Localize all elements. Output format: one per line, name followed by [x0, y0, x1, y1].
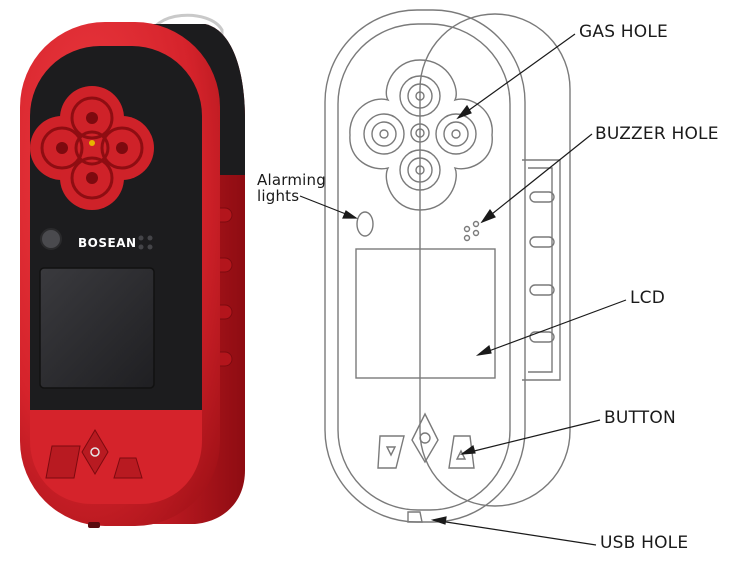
arrow-alarming-lights: [342, 210, 358, 219]
callout-alarming-lights: Alarming lights: [257, 171, 326, 205]
callout-gas-hole: GAS HOLE: [579, 22, 668, 42]
drawing-alarm-light: [356, 211, 374, 237]
drawing-buzzer-hole: [463, 220, 480, 242]
drawing-front-face: [337, 23, 511, 511]
drawing-side-ridge: [522, 159, 561, 381]
drawing-button-left-arrow: [385, 446, 397, 457]
leader-lines: [299, 33, 627, 546]
buzzer-hole-photo: [138, 235, 153, 250]
callout-usb-hole: USB HOLE: [600, 533, 689, 553]
lcd-screen-photo: [39, 267, 155, 389]
leader-gas-hole: [457, 33, 576, 119]
leader-buzzer-hole: [481, 133, 593, 223]
arrow-button: [459, 445, 476, 455]
drawing-button-power: [411, 412, 439, 464]
drawing-side-ribs: [529, 191, 555, 343]
gas-sensor-grille: [30, 86, 154, 210]
brand-logo: BOSEAN: [78, 236, 137, 250]
callout-lcd: LCD: [630, 288, 666, 308]
power-icon: [90, 447, 100, 457]
callout-buzzer-hole: BUZZER HOLE: [595, 124, 719, 144]
leader-button: [461, 419, 601, 455]
device-face-lower: [30, 410, 202, 504]
drawing-front-housing: [324, 9, 526, 523]
drawing-gas-sensor-grille: [349, 59, 493, 211]
callout-button: BUTTON: [604, 408, 676, 428]
drawing-button-right-arrow: [455, 449, 467, 460]
buttons-photo: [45, 429, 143, 479]
drawing-back-housing: [419, 13, 571, 507]
button-left[interactable]: [45, 445, 81, 479]
drawing-side-ridge-inner: [528, 167, 553, 373]
button-right[interactable]: [113, 457, 143, 479]
arrow-buzzer-hole: [480, 208, 496, 224]
usb-stub-photo: [88, 522, 100, 528]
alarm-light: [40, 228, 62, 250]
device-line-drawing: [324, 9, 571, 523]
leader-lcd: [477, 299, 627, 356]
arrow-usb-hole: [430, 516, 447, 525]
leader-usb-hole: [432, 519, 597, 546]
arrow-lcd: [475, 344, 492, 356]
drawing-button-right: [448, 435, 475, 469]
drawing-lcd: [355, 248, 496, 379]
drawing-buttons: [377, 412, 475, 469]
button-power[interactable]: [81, 429, 109, 475]
arrow-gas-hole: [456, 104, 472, 120]
drawing-button-left: [377, 435, 405, 469]
device-photo: BOSEAN: [20, 13, 245, 528]
drawing-power-icon: [419, 432, 431, 444]
drawing-usb-hole: [407, 511, 423, 523]
